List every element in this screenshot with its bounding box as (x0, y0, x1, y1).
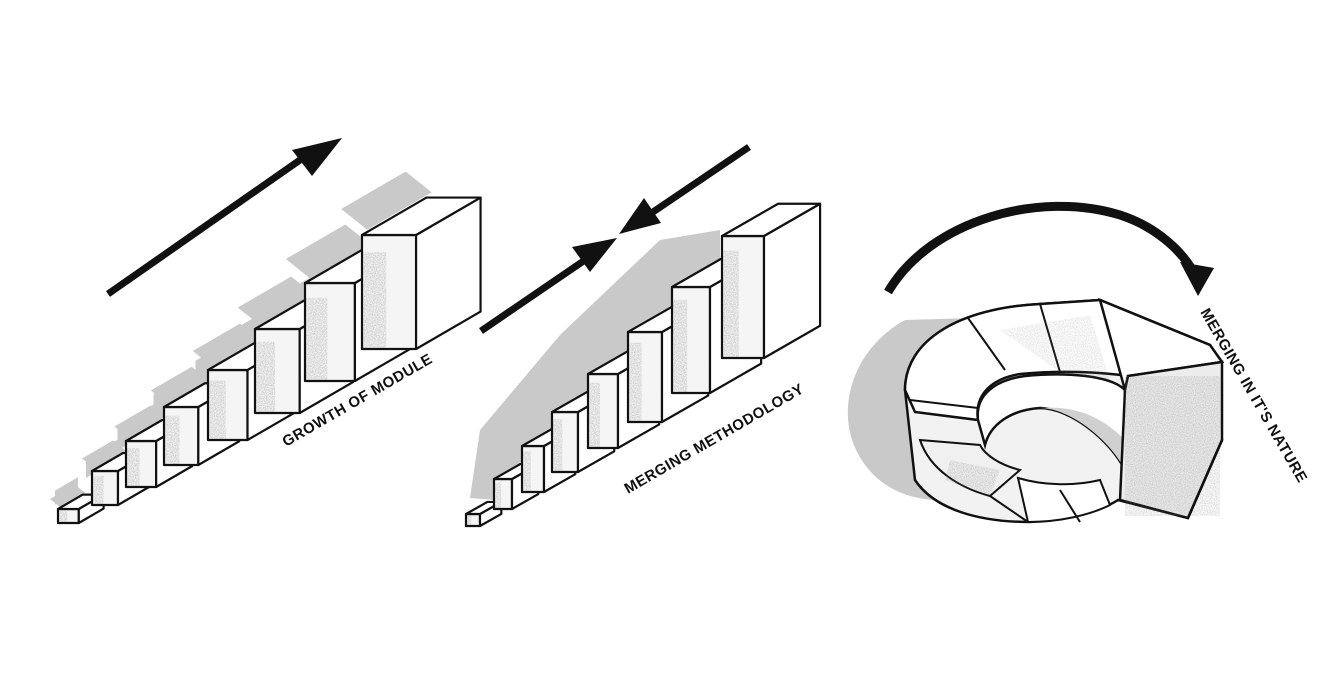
module-grain (93, 476, 104, 504)
module-grain (209, 380, 226, 439)
module-grain (363, 252, 387, 348)
module-shadow (114, 405, 165, 439)
merging-panel: MERGING METHODOLOGY (464, 144, 822, 528)
merging-arrow-down (619, 144, 751, 234)
module-grain (127, 447, 140, 486)
merging-arrow-up (479, 238, 617, 334)
stair-grain (673, 299, 688, 392)
module-shadow (82, 440, 126, 469)
stair-grain (629, 342, 642, 421)
module-shadow (285, 224, 370, 279)
nature-panel: MERGING IN IT'S NATURE (847, 201, 1310, 524)
module-grain (59, 511, 68, 522)
module-grain (256, 341, 276, 412)
module-shadow (192, 323, 259, 367)
module-shadow (341, 171, 432, 230)
merging-staircase (464, 202, 822, 528)
stair-grain (467, 515, 472, 525)
stair-grain (495, 482, 502, 508)
growth-arrow (105, 138, 342, 297)
stair-grain (589, 382, 600, 447)
staircase-shadow (470, 230, 720, 500)
stair-top-face (720, 202, 822, 238)
merging-shadow (470, 230, 720, 500)
module-grain (306, 297, 328, 380)
stair-grain (723, 250, 739, 357)
module-grain (165, 415, 180, 464)
module-shadow (150, 366, 209, 404)
growth-cubes (56, 196, 482, 525)
stair-grain (553, 419, 563, 471)
growth-panel: GROWTH OF MODULE (50, 138, 482, 525)
stair-grain (523, 451, 531, 491)
segmented-ring (903, 297, 1225, 524)
module-shadow (237, 276, 313, 325)
module-top-face (360, 196, 482, 237)
nature-curved-arrow (884, 201, 1214, 296)
module-shadow (50, 484, 85, 507)
